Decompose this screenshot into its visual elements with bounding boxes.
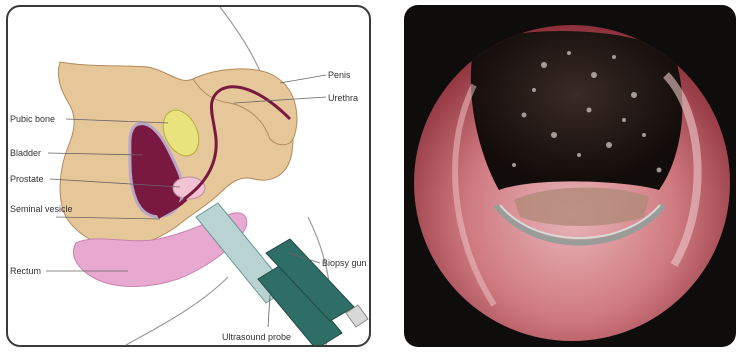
label-ultrasound-probe: Ultrasound probe: [222, 332, 291, 342]
label-seminal-vesicle: Seminal vesicle: [10, 204, 73, 214]
label-penis: Penis: [328, 70, 351, 80]
label-rectum: Rectum: [10, 266, 41, 276]
skin-line: [126, 277, 228, 345]
anatomy-diagram: Penis Urethra Pubic bone Bladder Prostat…: [6, 5, 371, 347]
tissue-chips: [514, 188, 649, 226]
label-pubic-bone: Pubic bone: [10, 114, 55, 124]
dark-cavity: [471, 31, 683, 190]
anatomy-illustration: Penis Urethra Pubic bone Bladder Prostat…: [8, 7, 369, 345]
label-urethra: Urethra: [328, 93, 358, 103]
label-prostate: Prostate: [10, 174, 44, 184]
endoscopic-view: [404, 5, 736, 347]
label-bladder: Bladder: [10, 148, 41, 158]
label-biopsy-gun: Biopsy gun: [322, 258, 367, 268]
endoscopy-photo: [404, 5, 736, 347]
